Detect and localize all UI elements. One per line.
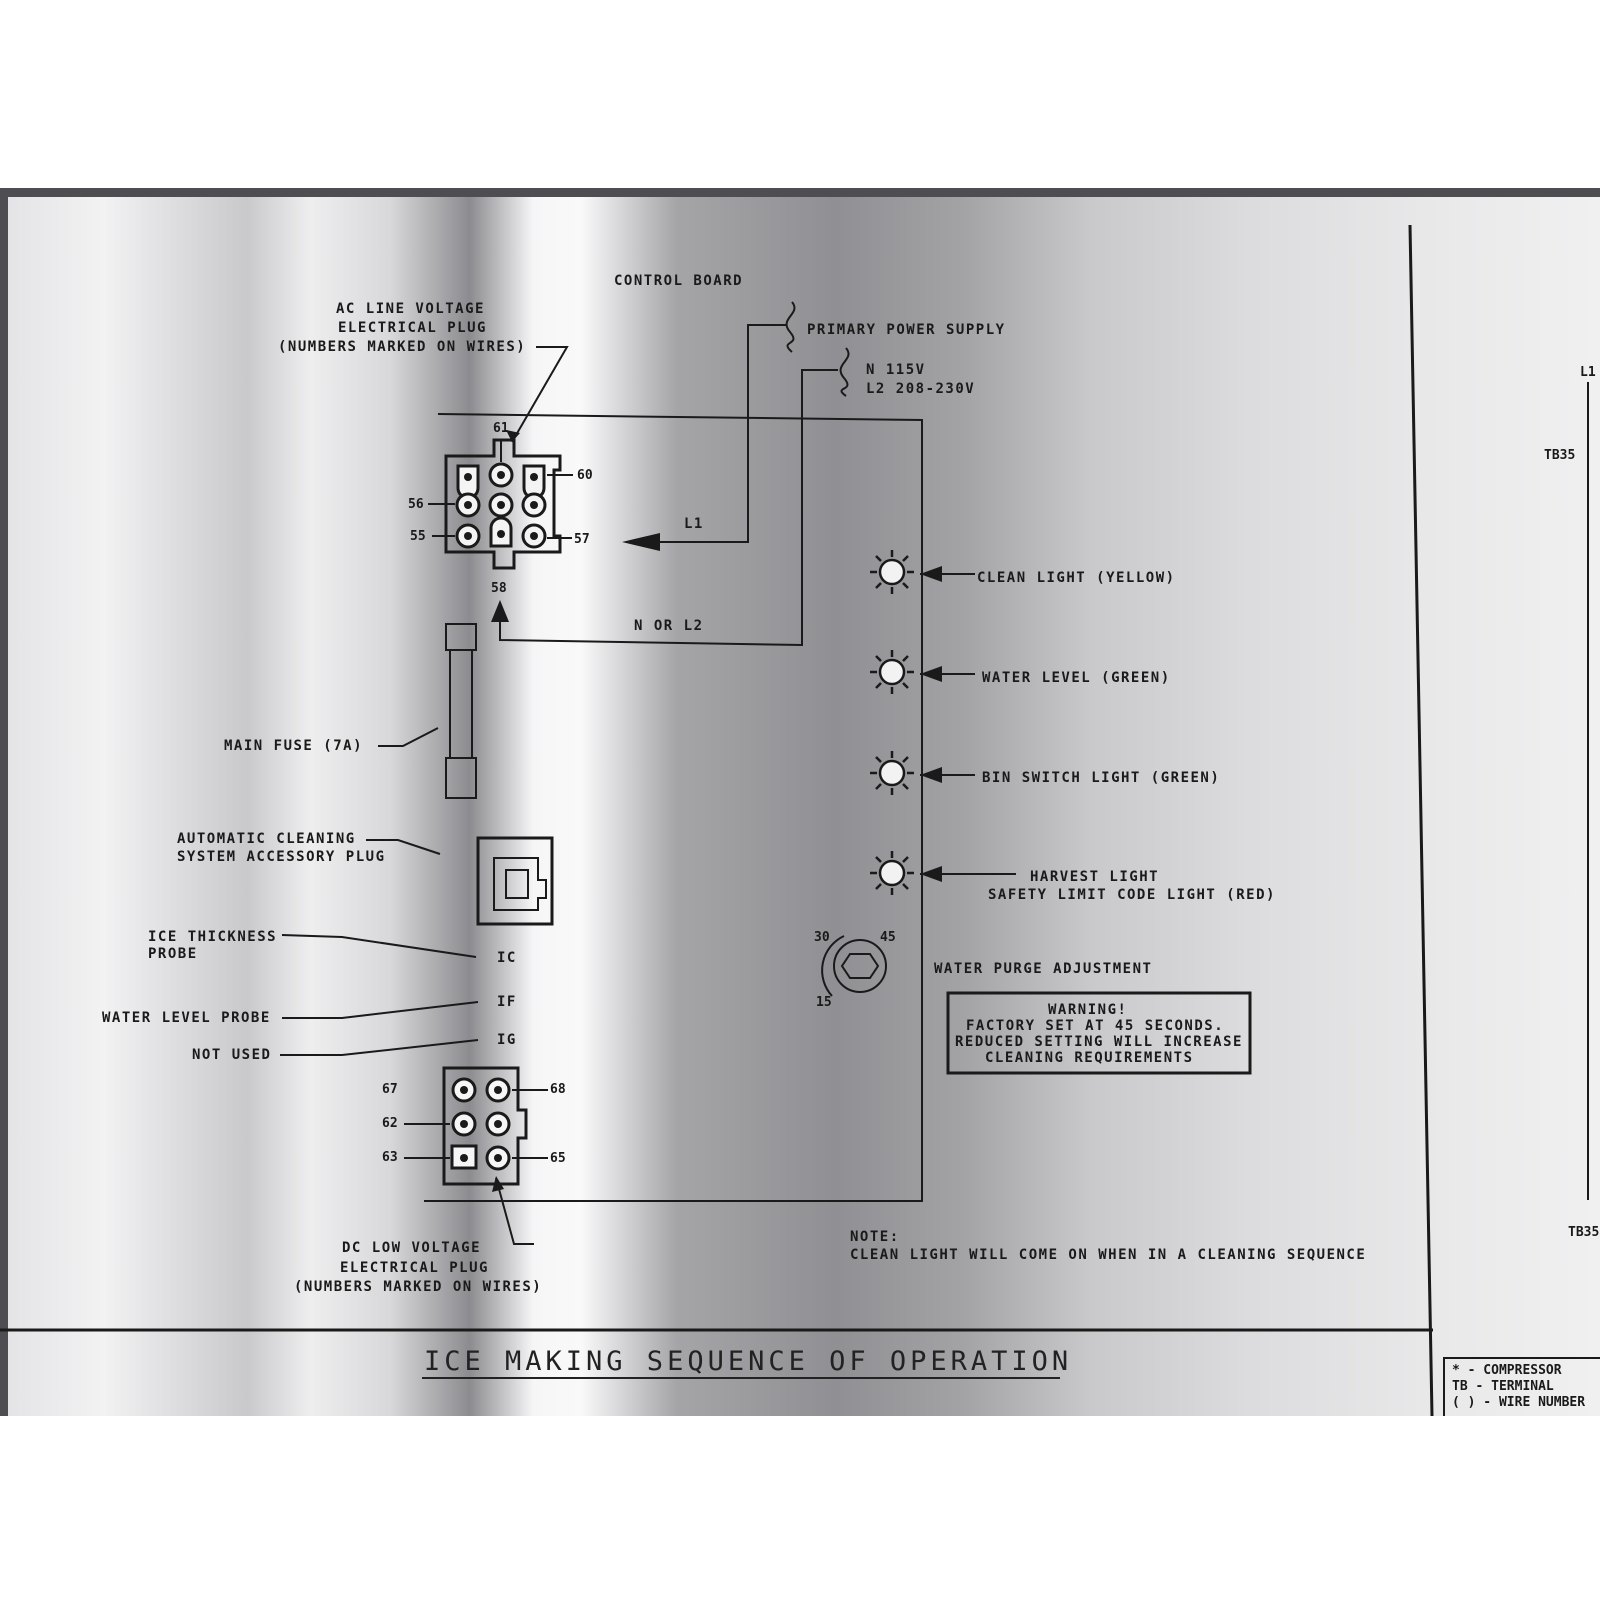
harvest-arrow bbox=[920, 866, 942, 882]
pin-58: 58 bbox=[491, 581, 507, 596]
dc-plug-leader-arrow bbox=[492, 1176, 504, 1192]
l1-wire bbox=[660, 324, 786, 543]
bin-switch-arrow bbox=[920, 767, 942, 783]
right-legend-line1: * - COMPRESSOR bbox=[1452, 1363, 1562, 1378]
clean-light-led bbox=[870, 550, 914, 594]
warning-title: WARNING! bbox=[1048, 1002, 1127, 1018]
pin-63: 63 bbox=[382, 1150, 398, 1165]
dc-plug-connector bbox=[442, 1066, 528, 1186]
ac-plug-label-line2: ELECTRICAL PLUG bbox=[338, 320, 487, 336]
right-legend-line3: ( ) - WIRE NUMBER bbox=[1452, 1395, 1585, 1410]
power-supply-break-1 bbox=[785, 301, 796, 353]
main-fuse-label: MAIN FUSE (7A) bbox=[224, 738, 363, 754]
dial-mark-30: 30 bbox=[814, 930, 830, 945]
accessory-plug-leader bbox=[366, 839, 441, 855]
dial-mark-15: 15 bbox=[816, 995, 832, 1010]
accessory-plug-label-line2: SYSTEM ACCESSORY PLUG bbox=[177, 849, 386, 865]
dc-plug-label-line3: (NUMBERS MARKED ON WIRES) bbox=[294, 1279, 542, 1295]
pin-67: 67 bbox=[382, 1082, 398, 1097]
main-fuse-leader bbox=[378, 727, 439, 747]
accessory-plug-label-line1: AUTOMATIC CLEANING bbox=[177, 831, 356, 847]
pin-56: 56 bbox=[408, 497, 424, 512]
pin-68: 68 bbox=[550, 1082, 566, 1097]
ac-plug-leader-arrow bbox=[506, 430, 520, 442]
pin-61: 61 bbox=[493, 421, 509, 436]
pin-65: 65 bbox=[550, 1151, 566, 1166]
primary-power-label: PRIMARY POWER SUPPLY bbox=[807, 322, 1006, 338]
clean-light-label: CLEAN LIGHT (YELLOW) bbox=[977, 570, 1176, 586]
ac-plug-label-line3: (NUMBERS MARKED ON WIRES) bbox=[278, 339, 526, 355]
photo-bottom-margin bbox=[0, 1416, 1600, 1600]
right-panel-tb35-top: TB35 bbox=[1544, 448, 1575, 463]
warning-line2: REDUCED SETTING WILL INCREASE bbox=[955, 1034, 1243, 1050]
n-or-l2-label: N OR L2 bbox=[634, 618, 704, 634]
right-legend-line2: TB - TERMINAL bbox=[1452, 1379, 1554, 1394]
control-board-outline bbox=[424, 413, 923, 1202]
warning-line3: CLEANING REQUIREMENTS bbox=[985, 1050, 1194, 1066]
water-probe-label: WATER LEVEL PROBE bbox=[102, 1010, 271, 1026]
note-text: CLEAN LIGHT WILL COME ON WHEN IN A CLEAN… bbox=[850, 1247, 1366, 1263]
panel-divider bbox=[1408, 224, 1434, 1417]
ice-probe-leader bbox=[281, 934, 477, 958]
water-level-light-label: WATER LEVEL (GREEN) bbox=[982, 670, 1171, 686]
water-probe-leader bbox=[282, 1001, 479, 1019]
n-or-l2-arrow bbox=[491, 600, 509, 622]
n-or-l2-wire bbox=[499, 369, 838, 647]
pin-62: 62 bbox=[382, 1116, 398, 1131]
dc-plug-label-line1: DC LOW VOLTAGE bbox=[342, 1240, 481, 1256]
ice-probe-label-line2: PROBE bbox=[148, 946, 198, 962]
note-title: NOTE: bbox=[850, 1229, 900, 1245]
diagram-title: ICE MAKING SEQUENCE OF OPERATION bbox=[424, 1346, 1072, 1377]
water-purge-label: WATER PURGE ADJUSTMENT bbox=[934, 961, 1152, 977]
harvest-light-label-line1: HARVEST LIGHT bbox=[1030, 869, 1159, 885]
warning-line1: FACTORY SET AT 45 SECONDS. bbox=[966, 1018, 1224, 1034]
terminal-if: IF bbox=[497, 994, 517, 1010]
water-level-arrow bbox=[920, 666, 942, 682]
pin-60: 60 bbox=[577, 468, 593, 483]
bin-switch-light-label: BIN SWITCH LIGHT (GREEN) bbox=[982, 770, 1220, 786]
l1-arrow bbox=[622, 533, 660, 551]
main-fuse bbox=[445, 623, 477, 799]
ac-plug-leader bbox=[511, 346, 569, 443]
warning-box bbox=[946, 991, 1252, 1075]
control-board-label: CONTROL BOARD bbox=[614, 273, 743, 289]
clean-light-arrow bbox=[920, 566, 942, 582]
terminal-ig: IG bbox=[497, 1032, 517, 1048]
bin-switch-led bbox=[870, 751, 914, 795]
l2-voltage-label: L2 208-230V bbox=[866, 381, 975, 397]
dc-plug-label-line2: ELECTRICAL PLUG bbox=[340, 1260, 489, 1276]
power-supply-break-2 bbox=[839, 347, 850, 397]
ac-plug-label-line1: AC LINE VOLTAGE bbox=[336, 301, 485, 317]
not-used-label: NOT USED bbox=[192, 1047, 271, 1063]
accessory-plug-jack bbox=[476, 836, 554, 926]
harvest-light-label-line2: SAFETY LIMIT CODE LIGHT (RED) bbox=[988, 887, 1276, 903]
harvest-led bbox=[870, 851, 914, 895]
diagram-sheet bbox=[8, 197, 1600, 1416]
pin-55: 55 bbox=[410, 529, 426, 544]
ac-plug-connector bbox=[444, 438, 562, 570]
terminal-ic: IC bbox=[497, 950, 517, 966]
pin-57: 57 bbox=[574, 532, 590, 547]
water-purge-dial bbox=[821, 935, 887, 997]
not-used-leader bbox=[280, 1039, 479, 1056]
water-level-led bbox=[870, 650, 914, 694]
right-panel-l1: L1 bbox=[1580, 365, 1596, 380]
l1-label: L1 bbox=[684, 516, 704, 532]
right-panel-tb35-bottom: TB35 bbox=[1568, 1225, 1599, 1240]
n-115v-label: N 115V bbox=[866, 362, 926, 378]
ice-probe-label-line1: ICE THICKNESS bbox=[148, 929, 277, 945]
dial-mark-45: 45 bbox=[880, 930, 896, 945]
dc-plug-leader bbox=[495, 1177, 534, 1245]
